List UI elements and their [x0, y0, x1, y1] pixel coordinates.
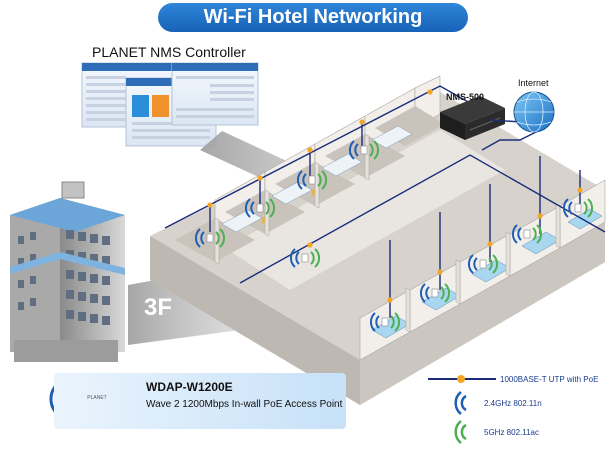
room-access-points — [194, 140, 594, 332]
floor-label: 3F — [144, 294, 173, 321]
product-device-text: PLANET — [87, 395, 107, 401]
product-info-box — [54, 373, 346, 429]
internet-label: Internet — [518, 78, 549, 88]
legend-2-4ghz-label: 2.4GHz 802.11n — [484, 399, 542, 408]
legend-2-4ghz-icon — [454, 391, 467, 415]
legend-5ghz-label: 5GHz 802.11ac — [484, 428, 539, 437]
diagram-title: Wi-Fi Hotel Networking — [158, 3, 468, 32]
nms-controller-label: PLANET NMS Controller — [92, 44, 246, 60]
product-model: WDAP-W1200E — [146, 380, 233, 394]
internet-globe-icon — [513, 91, 555, 133]
legend-5ghz-icon — [454, 420, 467, 444]
nms-controller-screens — [81, 62, 259, 147]
hotel-tower — [10, 181, 125, 362]
product-description: Wave 2 1200Mbps In-wall PoE Access Point — [146, 399, 343, 410]
poe-points — [207, 89, 583, 303]
legend-cable-symbol — [428, 375, 496, 383]
legend-cable-label: 1000BASE-T UTP with PoE — [500, 375, 599, 384]
nms-server-label: NMS-500 — [446, 92, 485, 102]
